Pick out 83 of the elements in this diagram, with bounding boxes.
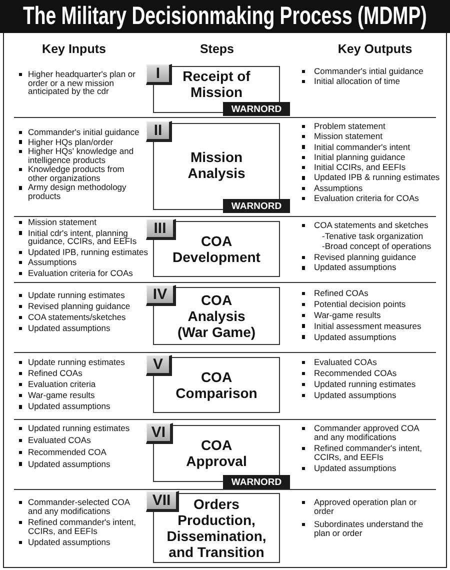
list-item: Commander-selected COA and any modifications (17, 498, 138, 516)
list-item: Updated running estimates (300, 380, 442, 389)
step-number: VI (151, 424, 166, 440)
number-tab (146, 285, 176, 306)
list-item: Recommended COA (17, 448, 152, 456)
list-item: Revised planning guidance (300, 252, 442, 262)
step-number: IV (152, 286, 168, 302)
list-item: Updated assumptions (17, 538, 138, 547)
number-tab (146, 491, 179, 512)
column-header: Key Outputs (336, 42, 414, 57)
step-box (153, 493, 280, 563)
list-item: Commander's initial guidance (17, 128, 142, 137)
number-tab (146, 121, 172, 142)
sub-list-item: -Tenative task organization (321, 232, 424, 240)
title: The Military Decisionmaking Process (MDMP) (22, 3, 427, 30)
number-tab (146, 219, 176, 240)
list-item: Updated assumptions (300, 464, 426, 473)
tag-label: WARNORD (231, 104, 282, 114)
list-item: War-game results (300, 310, 442, 320)
list-item: Initial commander's intent (300, 142, 442, 152)
list-item: Updated IPB & running estimates (300, 173, 442, 182)
step-number: VII (152, 492, 171, 508)
list-item: Knowledge products from other organizations (17, 165, 142, 183)
list-item: Army design methodology products (17, 183, 142, 201)
step-title: COA Comparison (174, 369, 258, 401)
step-title: COA Approval (185, 436, 248, 468)
list-item: Commander approved COA and any modifications (300, 424, 426, 442)
list-item: Initial allocation of time (300, 77, 442, 86)
list-item: Updated assumptions (17, 402, 152, 412)
list-item: Higher headquarter's plan or order or a new mission anticipated by the cdr (17, 70, 143, 96)
list-item: Evaluated COAs (300, 358, 442, 367)
list-item: Potential decision points (300, 300, 442, 309)
tag-label: WARNORD (231, 476, 282, 488)
list-item: Commander's intial guidance (300, 67, 442, 76)
step-title: Receipt of Mission (182, 68, 252, 100)
list-item: Updated assumptions (17, 324, 152, 333)
column-header: Steps (198, 42, 236, 57)
list-item: Refined commander's intent, CCIRs, and EEFIs (300, 444, 426, 462)
list-item: Updated assumptions (300, 391, 442, 400)
number-tab (146, 355, 172, 376)
list-item: Higher HQs plan/order (17, 138, 142, 146)
step-box (153, 221, 280, 277)
list-item: Higher HQs' knowledge and intelligence products (17, 147, 142, 164)
warnord-tag (223, 475, 290, 489)
step-number: II (154, 122, 162, 138)
step-number: I (156, 66, 160, 82)
list-item: Evaluation criteria for COAs (17, 268, 152, 278)
list-item: Evaluation criteria (17, 380, 152, 389)
number-tab (146, 64, 172, 85)
list-item: Refined commander's intent, CCIRs, and EEFIs (17, 518, 138, 536)
list-item: Recommended COAs (300, 369, 442, 378)
list-item: Assumptions (17, 258, 152, 267)
list-item: Evaluation criteria for COAs (300, 194, 442, 203)
list-item: War-game results (17, 391, 152, 400)
list-item: Updated assumptions (300, 332, 442, 342)
step-number: III (154, 220, 166, 236)
list-item: Subordinates understand the plan or order (300, 520, 426, 538)
sub-list-item: -Broad concept of operations (321, 242, 432, 251)
step-box (153, 123, 280, 210)
tag-label: WARNORD (231, 200, 282, 212)
step-number: V (152, 356, 163, 372)
list-item: Problem statement (300, 122, 442, 131)
list-item: Refined COAs (300, 289, 442, 298)
step-box (153, 287, 280, 345)
list-item: Assumptions (300, 184, 442, 192)
warnord-tag (223, 199, 290, 213)
list-item: Updated IPB, running estimates (17, 248, 152, 256)
column-header: Key Inputs (41, 42, 107, 57)
step-title: COA Development (172, 233, 262, 265)
step-title: COA Analysis (War Game) (176, 292, 257, 340)
list-item: Mission statement (300, 132, 442, 141)
number-tab (146, 423, 173, 444)
list-item: Initial CCIRs, and EEFIs (300, 163, 442, 172)
list-item: COA statements/sketches (17, 313, 152, 322)
list-item: Initial planning guidance (300, 152, 442, 162)
list-item: Approved operation plan or order (300, 498, 426, 516)
list-item: COA statements and sketches (300, 221, 442, 230)
list-item: Initial assessment measures (300, 322, 442, 330)
list-item: Updated assumptions (300, 263, 442, 272)
step-title: Mission Analysis (186, 148, 246, 180)
step-box (153, 357, 280, 413)
list-item: Updated assumptions (17, 460, 152, 468)
warnord-tag (223, 102, 290, 116)
